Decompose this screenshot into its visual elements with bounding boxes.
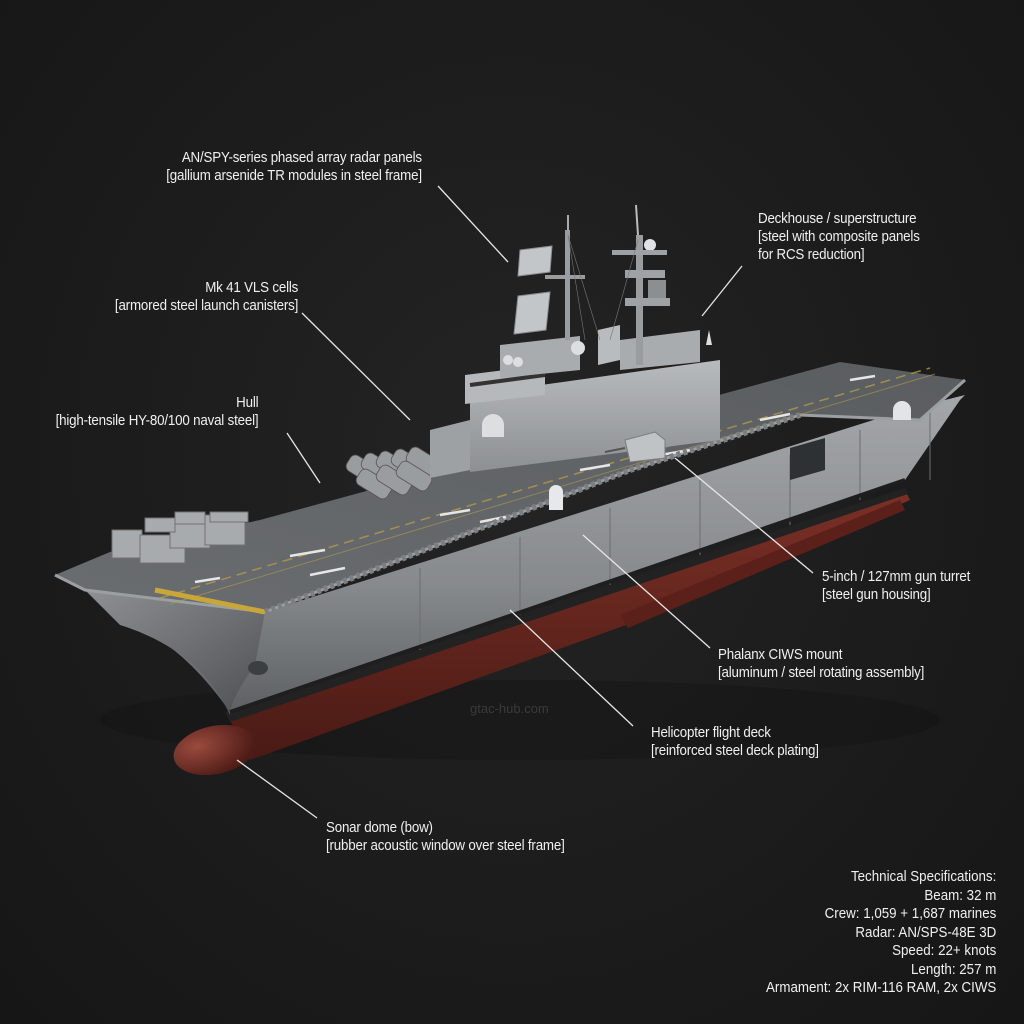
label-hull-material: [high-tensile HY-80/100 naval steel] [55, 413, 258, 429]
spec-armament: Armament: 2x RIM-116 RAM, 2x CIWS [765, 980, 996, 996]
label-ciws-title: Phalanx CIWS mount [718, 647, 843, 663]
label-vls-material: [armored steel launch canisters] [114, 298, 298, 314]
spy-radar-panel-lower [513, 291, 551, 335]
spec-speed: Speed: 22+ knots [891, 943, 996, 959]
deck-containers [111, 511, 249, 564]
label-deckhouse: Deckhouse / superstructure [steel with c… [758, 210, 920, 264]
specs-heading: Technical Specifications: [850, 869, 996, 885]
gun-turret [604, 431, 666, 463]
label-hull-title: Hull [235, 395, 258, 411]
label-flight-deck-material: [reinforced steel deck plating] [651, 743, 819, 759]
label-sonar-title: Sonar dome (bow) [326, 820, 433, 836]
label-vls: Mk 41 VLS cells [armored steel launch ca… [115, 279, 298, 315]
spec-beam: Beam: 32 m [924, 887, 996, 904]
label-sonar-material: [rubber acoustic window over steel frame… [326, 838, 565, 854]
label-vls-title: Mk 41 VLS cells [205, 280, 298, 296]
ciws-mount [549, 485, 563, 510]
label-flight-deck-title: Helicopter flight deck [651, 725, 771, 741]
label-gun-title: 5-inch / 127mm gun turret [822, 569, 971, 585]
watermark: gtac-hub.com [470, 701, 549, 716]
label-gun-material: [steel gun housing] [822, 587, 931, 603]
label-sonar: Sonar dome (bow) [rubber acoustic window… [326, 819, 565, 855]
label-deckhouse-material-2: for RCS reduction] [758, 247, 865, 263]
label-gun: 5-inch / 127mm gun turret [steel gun hou… [822, 568, 970, 604]
label-ciws: Phalanx CIWS mount [aluminum / steel rot… [718, 646, 924, 682]
sonar-dome [173, 724, 257, 776]
spec-crew: Crew: 1,059 + 1,687 marines [824, 906, 996, 922]
spy-radar-panel-upper [517, 245, 553, 277]
label-ciws-material: [aluminum / steel rotating assembly] [718, 665, 925, 681]
label-radar: AN/SPY-series phased array radar panels … [166, 149, 422, 185]
technical-specifications: Technical Specifications: Beam: 32 m Cre… [766, 868, 996, 998]
vls-launchers [345, 446, 443, 500]
label-flight-deck: Helicopter flight deck [reinforced steel… [651, 724, 819, 760]
label-radar-material: [gallium arsenide TR modules in steel fr… [166, 168, 422, 184]
label-radar-title: AN/SPY-series phased array radar panels [181, 150, 422, 166]
label-hull: Hull [high-tensile HY-80/100 naval steel… [55, 394, 258, 430]
label-deckhouse-title: Deckhouse / superstructure [758, 211, 917, 227]
label-deckhouse-material-1: [steel with composite panels [758, 229, 920, 245]
spec-radar: Radar: AN/SPS-48E 3D [855, 924, 996, 941]
spec-length: Length: 257 m [910, 961, 996, 978]
